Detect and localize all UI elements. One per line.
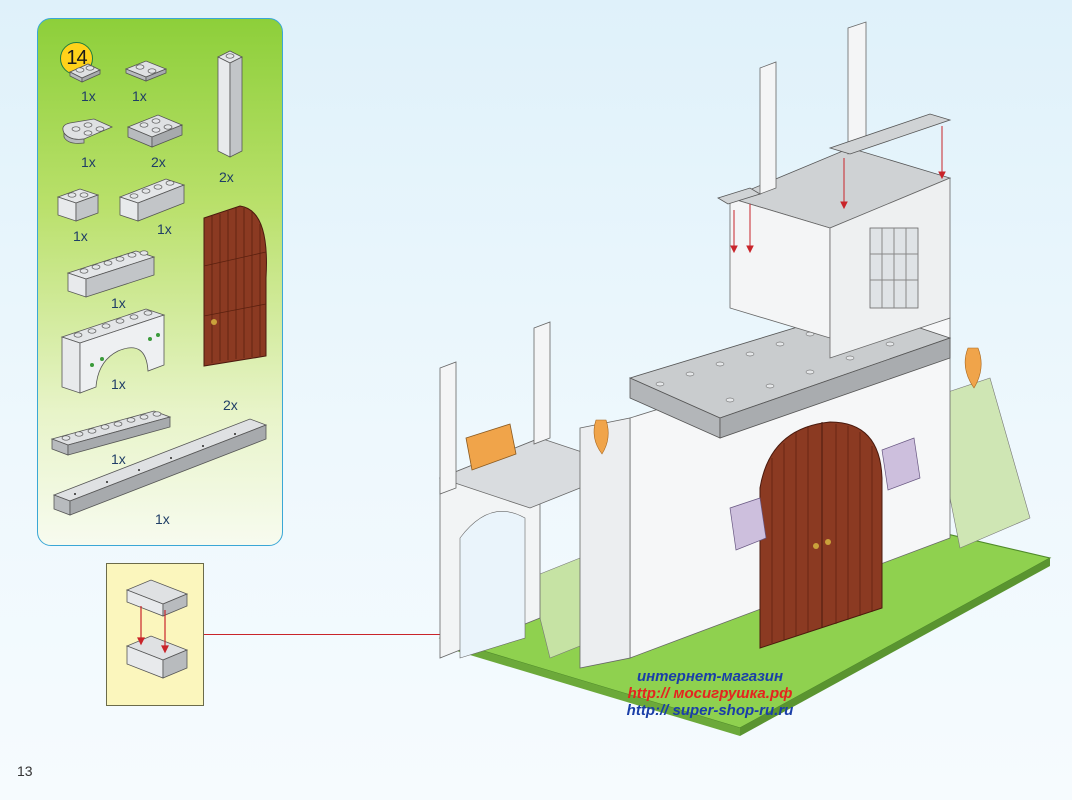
part-qty: 1x	[132, 88, 147, 104]
part-plate-1x2	[124, 60, 168, 82]
part-qty: 2x	[223, 397, 238, 413]
part-qty: 2x	[219, 169, 234, 185]
watermark-url-2: http:// super-shop-ru.ru	[626, 702, 794, 719]
part-qty: 1x	[157, 221, 172, 237]
part-qty: 1x	[73, 228, 88, 244]
part-qty: 1x	[111, 451, 126, 467]
part-brick-1x2	[56, 188, 100, 222]
part-plate-1x8	[50, 410, 172, 456]
part-qty: 1x	[155, 511, 170, 527]
shop-watermark: интернет-магазин http:// мосигрушка.рф h…	[600, 668, 820, 719]
part-brick-1x4	[118, 178, 186, 222]
watermark-url-1: http:// мосигрушка.рф	[627, 685, 793, 702]
parts-illustrations	[50, 50, 268, 516]
castle-model-illustration	[438, 21, 1052, 736]
part-arch	[60, 308, 166, 394]
part-qty: 2x	[151, 154, 166, 170]
sub-assembly-illustration	[125, 579, 189, 679]
part-round-plate	[62, 118, 113, 144]
part-brick-1x6	[66, 250, 156, 298]
assembly-connector-line	[204, 634, 656, 635]
part-tile-long	[52, 418, 268, 516]
part-door	[203, 205, 267, 367]
part-plate-1x3	[126, 114, 184, 148]
sub-assembly-box	[106, 563, 204, 706]
part-qty: 1x	[111, 376, 126, 392]
part-clip-plate	[69, 63, 101, 83]
part-column-tall	[217, 50, 243, 158]
parts-list-panel: 14	[37, 18, 283, 546]
part-qty: 1x	[81, 88, 96, 104]
page-number: 13	[17, 763, 33, 779]
part-qty: 1x	[111, 295, 126, 311]
part-qty: 1x	[81, 154, 96, 170]
watermark-shop: интернет-магазин	[636, 668, 784, 685]
